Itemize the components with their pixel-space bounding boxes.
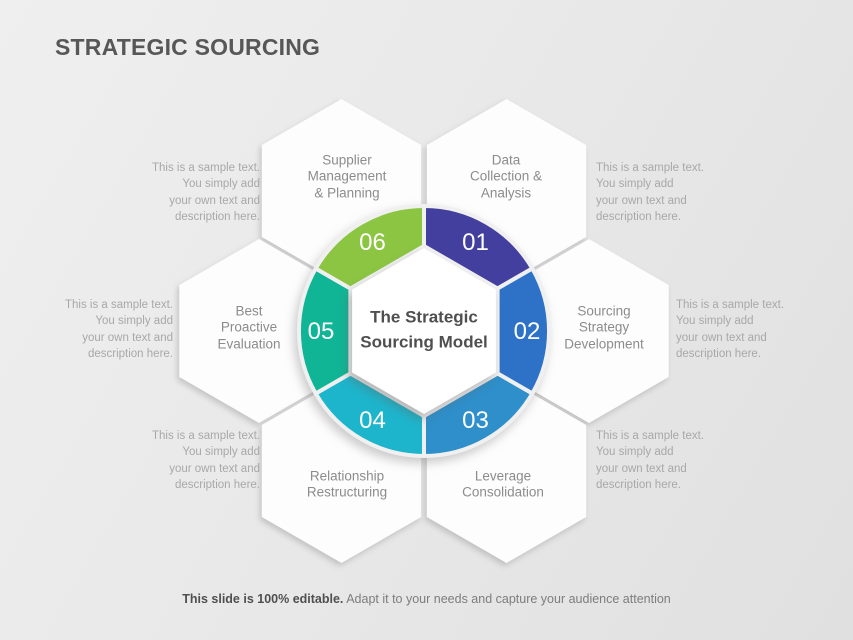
step-number-03: 03 [462,407,489,434]
label-data-collection: Data Collection & Analysis [469,152,543,201]
footer-description: Adapt it to your needs and capture your … [346,592,671,606]
page-title: STRATEGIC SOURCING [55,34,321,60]
hexagon-sourcing-strategy [509,239,669,423]
label-leverage-consolidation: Leverage Consolidation [462,468,544,500]
ring-segment-03 [422,371,535,458]
step-number-04: 04 [359,407,386,434]
sample-text-middle-left: This is a sample text. You simply add yo… [64,299,173,360]
step-number-02: 02 [514,318,541,345]
center-model-title: The Strategic Sourcing Model [360,307,488,351]
step-number-06: 06 [359,229,386,256]
segmented-ring [297,204,551,458]
sample-text-top-left: This is a sample text. You simply add yo… [151,162,260,223]
ring-segment-05 [297,266,353,396]
sample-text-middle-right: This is a sample text. You simply add yo… [676,299,785,360]
ring-segment-01 [422,204,535,291]
sample-text-top-right: This is a sample text. You simply add yo… [596,162,705,223]
step-number-01: 01 [462,229,489,256]
hexagon-best-proactive [179,239,339,423]
label-best-proactive: Best Proactive Evaluation [217,303,281,352]
ring-segment-06 [313,204,426,291]
label-sourcing-strategy: Sourcing Strategy Development [564,303,644,352]
label-relationship-restructuring: Relationship Restructuring [306,468,388,500]
sample-text-bottom-right: This is a sample text. You simply add yo… [596,430,705,491]
footer-editable-text: This slide is 100% editable. [182,592,344,606]
step-number-05: 05 [308,318,335,345]
label-supplier-management: Supplier Management & Planning [307,152,387,201]
hexagon-center [352,248,496,414]
ring-segment-02 [495,266,551,396]
ring-segment-04 [313,371,426,458]
footer-note: This slide is 100% editable. Adapt it to… [0,592,853,606]
sample-text-bottom-left: This is a sample text. You simply add yo… [151,430,260,491]
